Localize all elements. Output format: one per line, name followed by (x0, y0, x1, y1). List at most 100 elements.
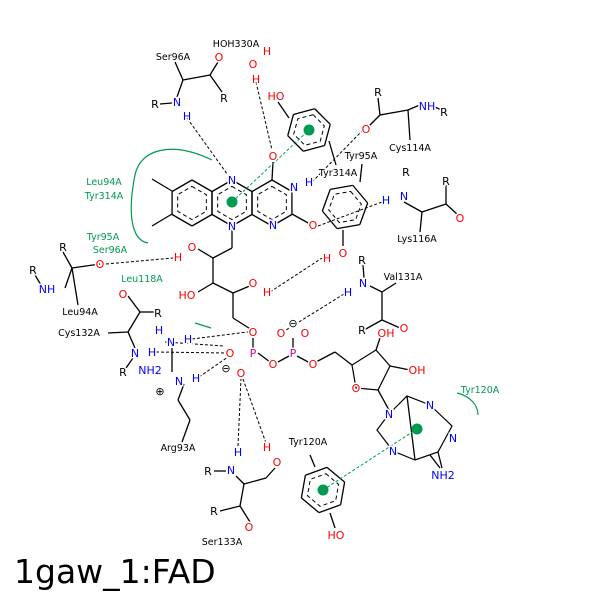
adenine-fused-bond (406, 395, 416, 461)
covalent-bond (419, 211, 423, 233)
atom-label-carbon: R (154, 307, 162, 320)
covalent-bond (177, 383, 185, 401)
flavin-pyrazine-ring-bond (231, 179, 253, 193)
atom-label-oxygen: HO (328, 529, 345, 542)
flavin-pyrazine-ring-bond (211, 179, 233, 193)
residue-label: Ser133A (202, 537, 243, 548)
ribose-ring (351, 349, 391, 391)
atom-label-nitrogen: N (175, 375, 183, 388)
covalent-bond (271, 161, 274, 181)
atom-label-nitrogen: N (173, 96, 181, 109)
ring-centroid-marker (411, 423, 423, 435)
atom-label-nitrogen: N (228, 174, 236, 187)
atom-label-oxygen: OH (378, 327, 395, 340)
atom-label-nitrogen: H (234, 446, 242, 459)
covalent-bond (127, 295, 141, 313)
atom-label-nitrogen: N (131, 347, 139, 360)
residue-label: Leu94A (62, 307, 98, 318)
atom-label-nitrogen: H (192, 372, 200, 385)
hydrogen-bond (269, 257, 323, 293)
hydrogen-bond (317, 201, 383, 227)
atom-label-oxygen: O (215, 51, 224, 64)
atom-label-oxygen: O (269, 150, 278, 163)
covalent-bond (209, 61, 219, 76)
tyr95-ring-bond (352, 184, 369, 204)
atom-label-carbon: R (204, 465, 212, 478)
atom-label-nitrogen: H (344, 286, 352, 299)
covalent-bond (257, 352, 271, 363)
atom-label-carbon: R (402, 166, 410, 179)
residue-label: Ser96A (156, 52, 191, 63)
hydrogen-bond (242, 378, 267, 444)
atom-label-nitrogen: N (449, 432, 457, 445)
tyr314-ring-bond (323, 124, 331, 146)
covalent-bond (209, 74, 223, 93)
covalent-bond (265, 467, 276, 479)
tyr95-ring-aromatic (328, 190, 362, 224)
atom-label-oxygen: HO (268, 90, 285, 103)
covalent-bond (403, 201, 423, 213)
atom-label-oxygen: O (188, 241, 197, 254)
atom-label-oxygen: H (252, 73, 260, 86)
atom-label-oxygen: O (245, 521, 254, 534)
covalent-bond (239, 483, 245, 507)
flavin-pyrimidine-ring-bond (271, 179, 293, 193)
covalent-bond (212, 282, 234, 294)
atom-label-oxygen: O (249, 58, 258, 71)
tyr314-ring-bond (303, 144, 325, 152)
tyr120-ring-bond (339, 482, 346, 505)
tyr120-ring-aromatic (306, 473, 340, 507)
atom-label-oxygen: O (119, 288, 128, 301)
atom-label-nitrogen: H (382, 194, 390, 207)
atom-label-carbon: ⊕ (155, 385, 164, 398)
covalent-bond (64, 267, 73, 289)
covalent-bond (235, 475, 245, 485)
hydrogen-bond (311, 130, 363, 183)
hydrophobic-contact-label: Leu118A (121, 274, 163, 285)
atom-label-oxygen: O (309, 358, 318, 371)
tyr120-ring-bond (300, 475, 307, 498)
atom-label-carbon: R (440, 106, 448, 119)
hydrogen-bond (105, 257, 174, 265)
atom-label-oxygen: O (362, 123, 371, 136)
flavin-benzene-ring-aromatic (177, 185, 207, 221)
hydrogen-bond (255, 81, 273, 151)
atom-label-carbon: R (59, 241, 67, 254)
atom-label-nitrogen: H (305, 176, 313, 189)
flavin-pyrazine-ring-aromatic (217, 185, 247, 221)
atom-label-carbon: R (442, 175, 450, 188)
covalent-bond (389, 365, 411, 371)
covalent-bond (421, 203, 447, 213)
atom-label-carbon: R (29, 264, 37, 277)
flavin-pyrimidine-ring-bond (271, 213, 293, 227)
covalent-bond (309, 454, 316, 468)
atom-label-oxygen: H (174, 251, 182, 264)
residue-label: Val131A (384, 272, 423, 283)
atom-label-phosphorus: P (290, 347, 297, 360)
residue-label: Cys132A (58, 328, 100, 339)
covalent-bond (367, 114, 381, 128)
tyr95-ring-bond (321, 189, 331, 212)
covalent-bond (437, 451, 443, 469)
atom-label-oxygen: O (277, 327, 286, 340)
tyr120-ring-bond (300, 497, 320, 514)
ligand-title: 1gaw_1:FAD (14, 552, 216, 591)
atom-label-nitrogen: H (148, 346, 156, 359)
covalent-bond (363, 319, 383, 331)
atom-label-carbon: R (358, 324, 366, 337)
tyr95-ring-bond (321, 210, 338, 230)
atom-label-oxygen: O (96, 258, 105, 271)
hydrophobic-contact-arc (130, 148, 213, 244)
tyr120-ring-bond (326, 466, 346, 483)
pi-stacking-interaction (231, 129, 310, 203)
atom-label-oxygen: O (400, 322, 409, 335)
covalent-bond (429, 454, 441, 469)
covalent-bond (291, 213, 311, 225)
covalent-bond (277, 101, 290, 119)
residue-label: Tyr95A (344, 151, 378, 162)
atom-label-oxygen: O (309, 219, 318, 232)
atom-label-nitrogen: NH (419, 100, 436, 113)
tyr314-ring-bond (287, 114, 295, 136)
flavin-pyrazine-ring-bond (231, 213, 253, 227)
